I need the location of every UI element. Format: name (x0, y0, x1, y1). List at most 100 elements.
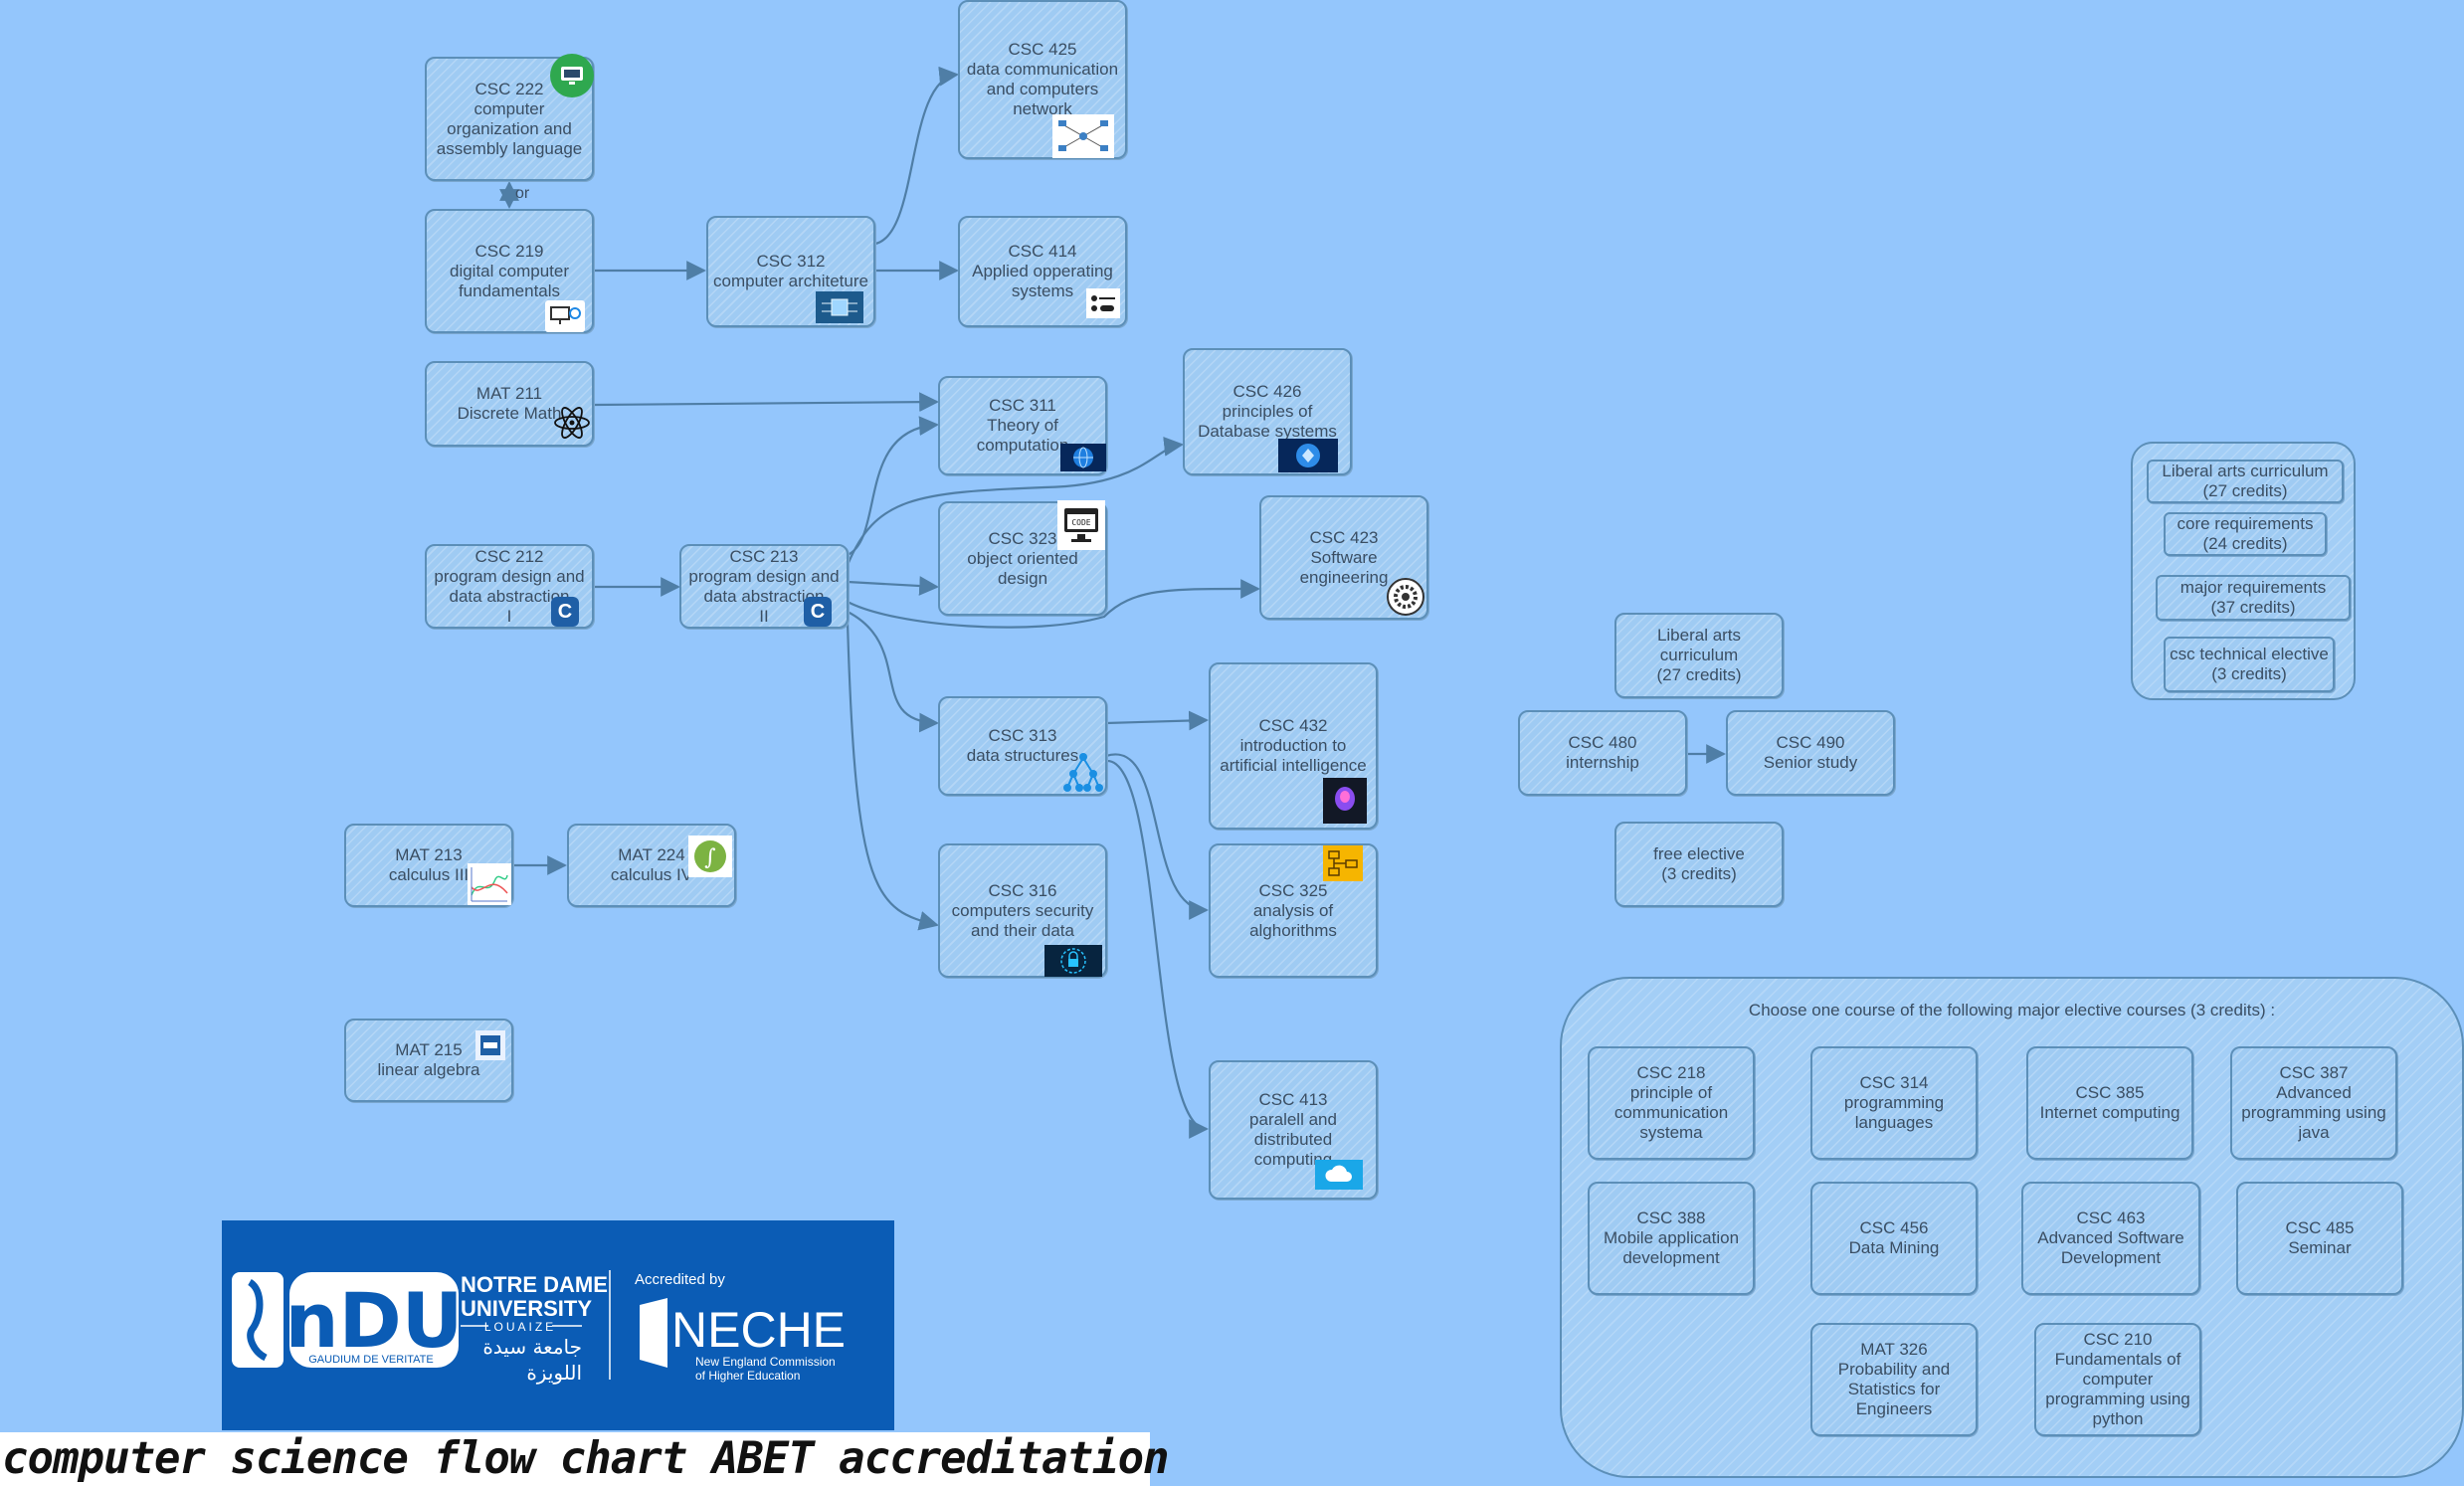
elective-label: CSC 456 Data Mining (1848, 1218, 1940, 1257)
course-node-free-elective[interactable]: free elective (3 credits) (1614, 822, 1784, 907)
elective-label: CSC 314 programming languages (1843, 1073, 1945, 1132)
elective-csc388[interactable]: CSC 388 Mobile application development (1588, 1182, 1755, 1295)
chart-caption: computer science flow chart ABET accredi… (0, 1432, 1170, 1486)
course-label: CSC 480 internship (1566, 733, 1639, 772)
course-node-csc426[interactable]: CSC 426 principles of Database systems (1183, 348, 1352, 475)
usb-computer-icon (545, 300, 585, 332)
elective-csc210[interactable]: CSC 210 Fundamentals of computer program… (2034, 1323, 2201, 1436)
elective-label: CSC 387 Advanced programming using java (2241, 1063, 2386, 1142)
arrow-csc313-csc432 (1105, 710, 1209, 731)
chip-icon (816, 291, 863, 323)
c-language-icon: C (551, 597, 579, 627)
globe-icon (1060, 444, 1106, 471)
atom-icon (553, 404, 591, 442)
course-label: CSC 432 introduction to artificial intel… (1220, 716, 1367, 775)
course-label: MAT 215 linear algebra (377, 1040, 480, 1079)
course-label: CSC 312 computer architeture (713, 252, 868, 290)
course-label: CSC 426 principles of Database systems (1198, 382, 1337, 441)
elective-label: MAT 326 Probability and Statistics for E… (1837, 1340, 1951, 1418)
course-node-csc414[interactable]: CSC 414 Applied opperating systems (958, 216, 1127, 327)
cloud-icon (1315, 1160, 1363, 1190)
course-label: free elective (3 credits) (1653, 844, 1745, 883)
elective-csc218[interactable]: CSC 218 principle of communication syste… (1588, 1046, 1755, 1160)
arrow-csc313-csc413 (1105, 759, 1209, 1139)
course-label: CSC 413 paralell and distributed computi… (1249, 1090, 1337, 1169)
legend-item-liberal-arts: Liberal arts curriculum (27 credits) (2147, 460, 2344, 503)
arrow-mat211-csc311 (594, 392, 939, 413)
course-node-csc222[interactable]: CSC 222 computer organization and assemb… (425, 57, 594, 181)
ndu-neche-logo: nDU GAUDIUM DE VERITATE NOTRE DAME UNIVE… (222, 1220, 894, 1430)
course-label: CSC 423 Software engineering (1299, 527, 1389, 587)
logo-arabic-line1: جامعة سيدة (482, 1335, 582, 1359)
course-node-csc490[interactable]: CSC 490 Senior study (1726, 710, 1895, 796)
logo-arabic-line2: اللويزة (526, 1361, 582, 1385)
course-node-liberal-arts[interactable]: Liberal arts curriculum (27 credits) (1614, 613, 1784, 698)
logo-graphic: nDU GAUDIUM DE VERITATE NOTRE DAME UNIVE… (232, 1270, 846, 1385)
database-icon (1278, 439, 1338, 472)
logo-neche: NECHE (671, 1302, 846, 1358)
elective-csc387[interactable]: CSC 387 Advanced programming using java (2230, 1046, 2397, 1160)
gear-icon (1386, 577, 1425, 617)
course-node-csc213[interactable]: CSC 213 program design and data abstract… (679, 544, 849, 629)
flowchart-icon (1323, 845, 1363, 881)
monitor-icon (550, 54, 594, 97)
elective-label: CSC 463 Advanced Software Development (2037, 1208, 2184, 1267)
legend-label: csc technical elective (3 credits) (2170, 645, 2329, 683)
elective-label: CSC 385 Internet computing (2039, 1083, 2180, 1122)
svg-text:∫: ∫ (704, 845, 716, 870)
elective-label: CSC 210 Fundamentals of computer program… (2045, 1330, 2190, 1428)
course-node-csc311[interactable]: CSC 311 Theory of computation (938, 376, 1107, 475)
logo-notre-dame: NOTRE DAME (461, 1272, 608, 1297)
caption-text: computer science flow chart ABET accredi… (2, 1433, 1170, 1484)
course-node-csc480[interactable]: CSC 480 internship (1518, 710, 1687, 796)
elective-csc456[interactable]: CSC 456 Data Mining (1810, 1182, 1978, 1295)
course-label: CSC 323 object oriented design (967, 528, 1078, 588)
legend-item-core: core requirements (24 credits) (2164, 512, 2327, 556)
c-language-icon: C (804, 597, 832, 627)
integral-icon: ∫ (688, 836, 732, 877)
course-label: CSC 311 Theory of computation (976, 396, 1069, 455)
arrow-csc313-csc325 (1105, 753, 1209, 920)
elective-csc485[interactable]: CSC 485 Seminar (2236, 1182, 2403, 1295)
arrow-csc213-csc323 (847, 576, 939, 596)
book-icon (475, 1030, 505, 1060)
arrow-csc312-csc425 (874, 66, 959, 246)
course-label: CSC 425 data communication and computers… (966, 40, 1119, 118)
elective-csc463[interactable]: CSC 463 Advanced Software Development (2021, 1182, 2200, 1295)
elective-label: CSC 218 principle of communication syste… (1613, 1063, 1729, 1142)
elective-csc385[interactable]: CSC 385 Internet computing (2026, 1046, 2193, 1160)
elective-mat326[interactable]: MAT 326 Probability and Statistics for E… (1810, 1323, 1978, 1436)
legend-label: core requirements (24 credits) (2177, 514, 2314, 553)
legend-label: major requirements (37 credits) (2180, 578, 2327, 617)
logo-letters: nDU (285, 1276, 464, 1365)
logo-accredited-by: Accredited by (635, 1271, 725, 1288)
tree-structure-icon (1059, 748, 1107, 796)
elective-label: CSC 485 Seminar (2285, 1218, 2355, 1257)
course-label: CSC 212 program design and data abstract… (434, 546, 585, 626)
code-window-icon: CODE (1057, 500, 1105, 550)
course-node-csc212[interactable]: CSC 212 program design and data abstract… (425, 544, 594, 629)
course-label: MAT 213 calculus III (388, 845, 470, 884)
legend-item-major: major requirements (37 credits) (2156, 575, 2351, 621)
logo-louaize: LOUAIZE (484, 1320, 556, 1334)
logo-motto: GAUDIUM DE VERITATE (308, 1354, 434, 1366)
course-node-mat215[interactable]: MAT 215 linear algebra (344, 1019, 513, 1102)
course-label: CSC 219 digital computer fundamentals (449, 241, 569, 300)
course-label: CSC 313 data structures (966, 726, 1079, 765)
course-label: CSC 325 analysis of alghorithms (1249, 880, 1337, 940)
legend-label: Liberal arts curriculum (27 credits) (2162, 462, 2329, 500)
network-icon (1052, 114, 1114, 158)
course-node-csc313[interactable]: CSC 313 data structures (938, 696, 1107, 796)
arrow-csc213-csc316 (846, 621, 939, 931)
arrow-csc213-csc313 (847, 611, 939, 733)
course-label: MAT 211 Discrete Math (457, 384, 562, 423)
course-node-csc323[interactable]: CSC 323 object oriented design (938, 501, 1107, 616)
course-label: CSC 490 Senior study (1763, 733, 1858, 772)
legend-item-technical-elective: csc technical elective (3 credits) (2164, 637, 2335, 692)
graph-icon (468, 863, 511, 905)
elective-csc314[interactable]: CSC 314 programming languages (1810, 1046, 1978, 1160)
course-label: Liberal arts curriculum (27 credits) (1656, 626, 1742, 684)
course-node-mat211[interactable]: MAT 211 Discrete Math (425, 361, 594, 447)
elective-label: CSC 388 Mobile application development (1603, 1208, 1740, 1267)
